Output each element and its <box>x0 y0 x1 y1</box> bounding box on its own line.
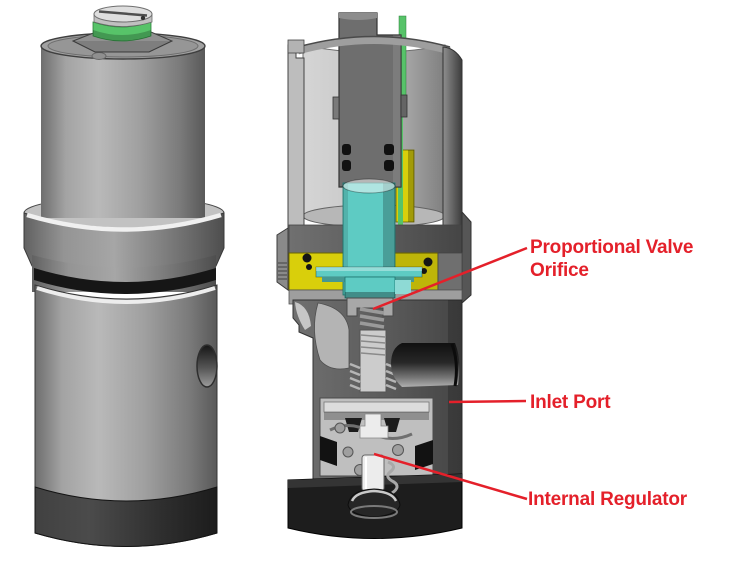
green-cap-band <box>92 21 152 42</box>
diaphragm-dome <box>347 488 401 518</box>
housing-top-hole <box>91 52 107 60</box>
collar-highlight-ring <box>26 212 222 232</box>
regulator-seal-left <box>320 436 337 466</box>
collar-hex-right <box>461 210 472 305</box>
green-cap-band-shade <box>93 30 151 41</box>
lower-body-highlight-ring <box>36 286 216 304</box>
exterior-view <box>23 5 225 547</box>
leader-line-proportional-valve-orifice <box>372 246 528 311</box>
label-line: Inlet Port <box>530 392 611 413</box>
orifice-spring <box>359 307 385 329</box>
cross-section-view <box>276 12 472 539</box>
armature-oring <box>384 144 394 155</box>
armature-right-facet <box>393 35 401 187</box>
armature-oring <box>342 144 351 155</box>
armature-notch-left <box>332 96 340 120</box>
leader-lines <box>372 246 528 501</box>
collar-hex-left <box>276 227 289 291</box>
inlet-port-opening <box>450 343 458 387</box>
orifice-seat <box>346 297 394 317</box>
shell-rim-outline <box>297 35 451 48</box>
leader-line-inlet-port <box>448 399 527 404</box>
plunger-corner-right-light <box>395 280 411 294</box>
cap-screw-slot <box>98 10 148 17</box>
coil-wire-dot <box>423 257 433 267</box>
pilot-column <box>359 329 387 393</box>
body-pocket-left <box>314 302 350 370</box>
armature-notch-right <box>400 94 408 118</box>
coil-bobbin-right-shade <box>408 150 414 222</box>
armature-top-face <box>339 13 377 20</box>
pilot-column-coils <box>360 334 386 356</box>
label-inlet-port: Inlet Port <box>530 391 611 414</box>
cap-screw-dot <box>140 15 146 21</box>
plunger-flange-highlight <box>316 267 422 271</box>
inlet-port-bore <box>391 343 460 387</box>
regulator-pin <box>342 446 354 458</box>
plunger-shade-left <box>343 183 348 295</box>
collar-knurl <box>278 262 287 280</box>
regulator-pin <box>392 444 404 456</box>
plunger-boss-shade <box>345 292 395 298</box>
leader-line-internal-regulator <box>373 452 528 501</box>
solenoid-housing <box>41 46 205 218</box>
armature-oring <box>342 160 351 171</box>
label-internal-regulator: Internal Regulator <box>528 488 687 511</box>
base-band <box>34 486 218 547</box>
diaphragm-highlight <box>350 489 398 502</box>
diaphragm-ring <box>350 505 398 519</box>
regulator-top-bar <box>323 401 430 413</box>
side-port-hole <box>196 344 218 388</box>
hex-nut-shadow <box>73 41 172 52</box>
label-line: Internal Regulator <box>528 489 687 510</box>
armature-oring <box>384 160 394 171</box>
plunger-top-face <box>342 178 396 194</box>
coil-wire-dot <box>306 264 312 270</box>
regulator-pin <box>334 422 346 434</box>
regulator-poppet <box>359 413 389 439</box>
regulator-spring <box>386 460 399 495</box>
shell-left-rim-step <box>287 39 305 54</box>
plunger-flange <box>315 266 423 278</box>
mid-body-right-shade <box>448 300 462 480</box>
coil-band-right-grey <box>437 252 463 291</box>
shell-rim-back <box>297 37 451 55</box>
label-line: Orifice <box>530 260 589 281</box>
plunger-corner-right <box>395 280 411 294</box>
coil-wire-dot <box>302 253 312 263</box>
coil-wire-dot <box>421 268 427 274</box>
o-ring-groove <box>34 268 216 294</box>
body-pocket-left-small <box>295 302 311 330</box>
label-proportional-valve-orifice: Proportional Valve Orifice <box>530 236 693 282</box>
regulator-seal-right <box>415 440 433 470</box>
label-line: Proportional Valve <box>530 237 694 258</box>
twin-spring-left <box>349 362 361 391</box>
